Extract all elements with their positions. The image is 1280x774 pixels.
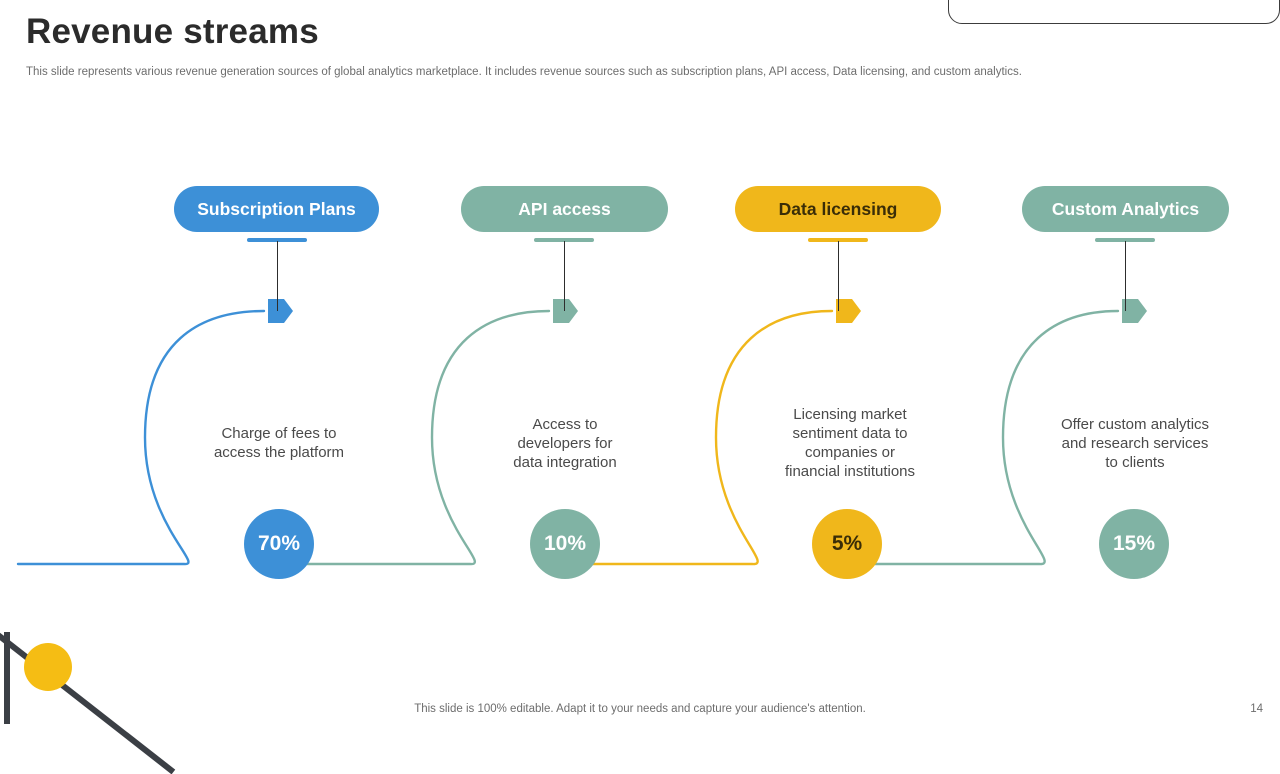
page-number: 14	[1250, 703, 1263, 715]
connector-stem	[1125, 241, 1127, 311]
page-subtitle: This slide represents various revenue ge…	[26, 66, 1022, 78]
flow-arc	[588, 309, 834, 566]
flow-arcs	[16, 299, 1147, 566]
percentage-badge[interactable]: 5%	[812, 509, 882, 579]
stream-pill[interactable]: API access	[461, 186, 668, 232]
stream-pill-label: API access	[518, 198, 611, 219]
stream-pill[interactable]: Custom Analytics	[1022, 186, 1229, 232]
stream-pill[interactable]: Data licensing	[735, 186, 941, 232]
percentage-value: 70%	[257, 532, 301, 555]
percentage-badge[interactable]: 70%	[244, 509, 314, 579]
top-right-decorative-frame	[948, 0, 1280, 24]
flow-arc	[16, 309, 266, 566]
pill-underline	[534, 238, 594, 242]
stream-pill-label: Custom Analytics	[1051, 198, 1200, 219]
connector-stem	[838, 241, 840, 311]
stream-pill-label: Data licensing	[778, 198, 898, 219]
footer-note: This slide is 100% editable. Adapt it to…	[414, 703, 866, 715]
percentage-value: 5%	[831, 532, 863, 555]
percentage-value: 15%	[1112, 532, 1156, 555]
flow-arc	[303, 309, 551, 566]
bottom-left-vertical-line	[4, 632, 10, 724]
pill-underline	[247, 238, 307, 242]
arrow-head-icon	[268, 299, 293, 323]
connector-stem	[564, 241, 566, 311]
pill-underline	[808, 238, 868, 242]
arrow-head-icon	[836, 299, 861, 323]
arrow-head-icon	[1122, 299, 1147, 323]
connector-stem	[277, 241, 279, 311]
stream-pill[interactable]: Subscription Plans	[174, 186, 379, 232]
bottom-left-yellow-dot	[24, 643, 72, 691]
arrow-head-icon	[553, 299, 578, 323]
page-title: Revenue streams	[26, 12, 319, 51]
percentage-badge[interactable]: 10%	[530, 509, 600, 579]
stream-pill-label: Subscription Plans	[197, 198, 356, 219]
revenue-streams-diagram	[16, 299, 1147, 566]
flow-arc	[873, 309, 1120, 566]
percentage-value: 10%	[543, 532, 587, 555]
pill-underline	[1095, 238, 1155, 242]
percentage-badge[interactable]: 15%	[1099, 509, 1169, 579]
